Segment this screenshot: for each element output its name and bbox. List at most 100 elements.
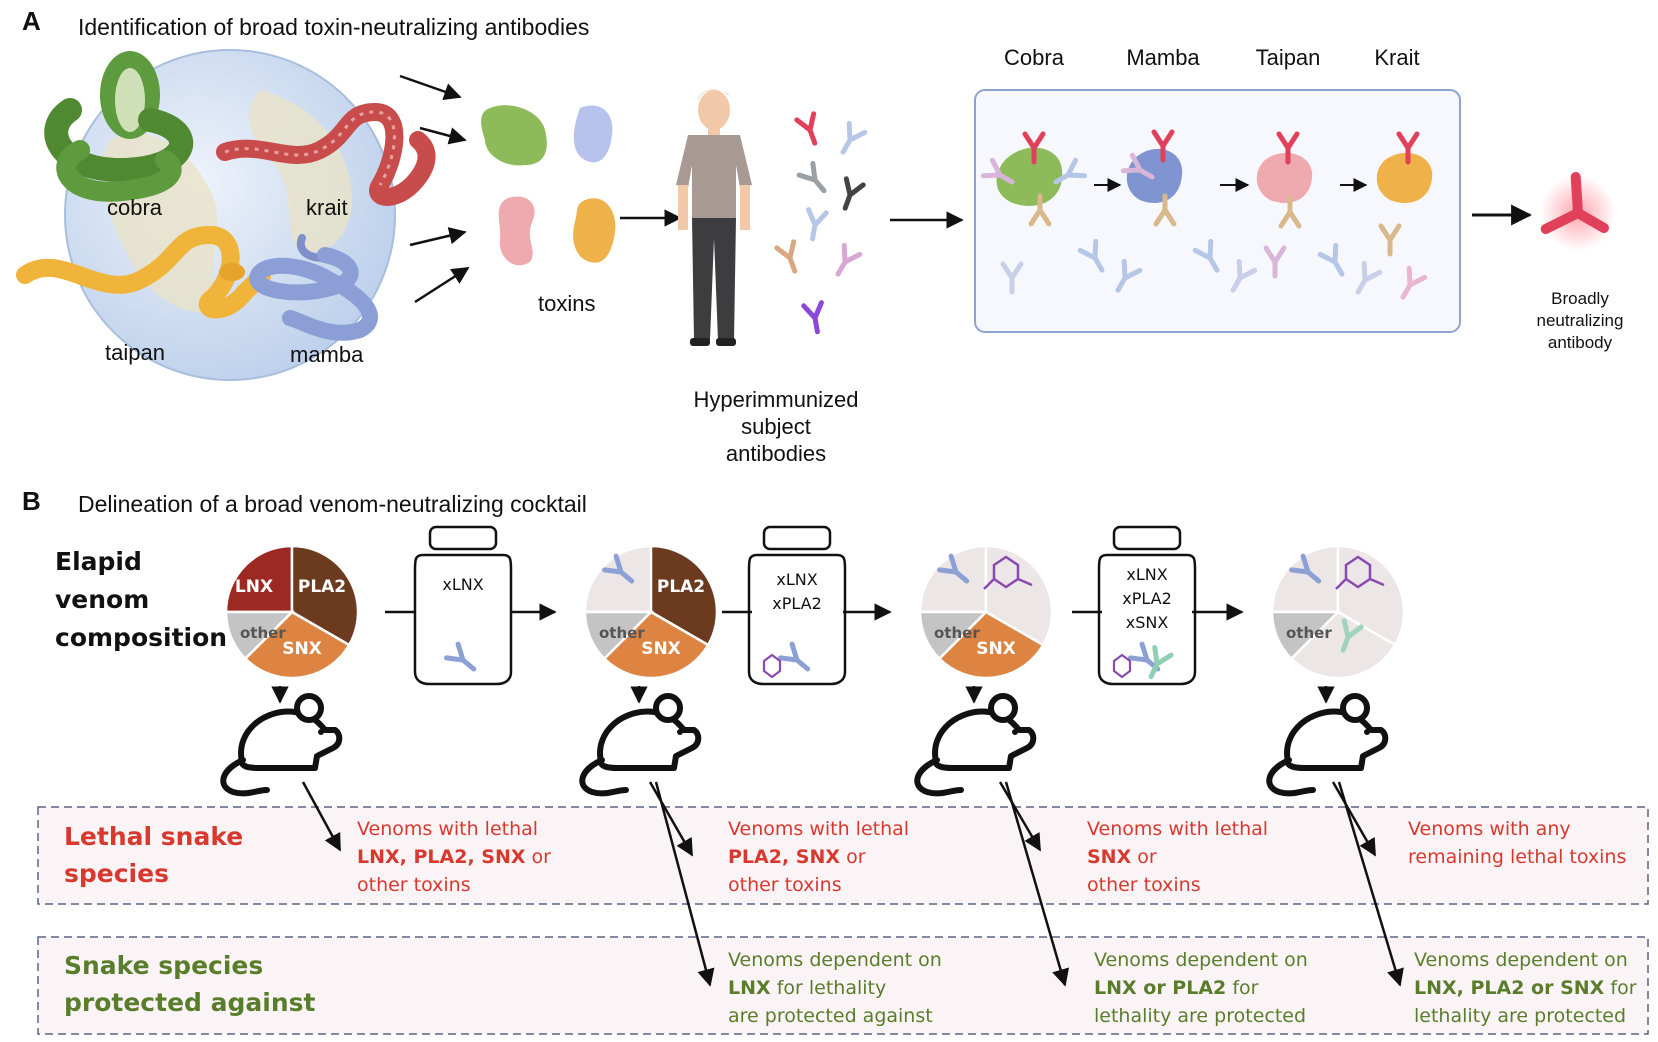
lethal-text-1-rest: or	[526, 846, 552, 868]
lethal-text-2-rest: or	[840, 846, 866, 868]
lethal-text-2-line1: Venoms with lethal	[728, 818, 909, 840]
mouse-1	[220, 686, 343, 797]
panel-a-letter: A	[22, 6, 41, 36]
mouse-ear	[294, 693, 324, 723]
vial-label: xPLA2	[772, 594, 822, 613]
box-toxin-green	[996, 147, 1063, 206]
pie-label-pla2: PLA2	[298, 577, 346, 597]
protected-text-2-rest: for	[1226, 977, 1258, 999]
mouse-eye	[677, 729, 683, 735]
pie-label-snx: SNX	[282, 639, 322, 659]
composition-label-line2: venom	[55, 585, 149, 614]
mouse-ear	[653, 693, 683, 723]
box-toxins	[983, 132, 1433, 302]
lethal-heading-line2: species	[64, 859, 169, 888]
arrows-snakes-to-toxins	[399, 74, 470, 304]
pie-label-other: other	[599, 624, 645, 642]
protected-text-2-line1: Venoms dependent on	[1094, 949, 1308, 971]
pie-slice-lnx	[224, 544, 294, 614]
protected-text-1-rest: for lethality	[771, 977, 887, 999]
toxin-pink	[498, 196, 535, 266]
pie-label-pla2: PLA2	[657, 577, 705, 597]
result-label-line2: neutralizing	[1537, 311, 1624, 330]
protected-heading-line1: Snake species	[64, 951, 263, 980]
protected-text-1-emphasis: LNX	[728, 977, 771, 999]
cobra-illustration	[44, 51, 194, 202]
vial-body	[413, 553, 513, 686]
lethal-text-2-emphasis: PLA2, SNX	[728, 846, 840, 868]
vial-1: xLNX	[413, 525, 513, 686]
lethal-text-3-rest: or	[1131, 846, 1157, 868]
mouse-body	[1284, 708, 1389, 771]
protected-text-3-line3: lethality are protected	[1414, 1005, 1626, 1027]
pie-slice-lnx	[583, 544, 653, 614]
lethal-heading-line1: Lethal snake	[64, 822, 243, 851]
pie-slice-other	[1270, 610, 1342, 661]
protected-text-1-line2: LNX for lethality	[728, 977, 886, 999]
vial-label: xLNX	[776, 570, 817, 589]
panel-a-title: Identification of broad toxin-neutralizi…	[78, 14, 589, 40]
pie-slice-other	[918, 610, 990, 661]
lethal-species-box	[37, 806, 1649, 905]
mouse-tail	[914, 757, 964, 797]
protected-text-1-line3: are protected against	[728, 1005, 933, 1027]
pie-slice-lnx	[1270, 544, 1340, 614]
box-toxin-orange	[1376, 152, 1433, 204]
pie-slice-snx	[243, 610, 351, 680]
pie-molecule-icon	[983, 555, 1033, 590]
subject-label-line2: subject	[741, 414, 811, 439]
vial-label: xLNX	[1126, 565, 1167, 584]
taipan-illustration	[16, 225, 271, 319]
lethal-text-3-emphasis: SNX	[1087, 846, 1132, 868]
mouse-body	[597, 708, 702, 771]
box-header-mamba: Mamba	[1126, 45, 1200, 70]
mouse-ear	[1340, 693, 1370, 723]
box-toxin-pink	[1256, 152, 1313, 204]
snake-label-cobra: cobra	[107, 195, 163, 220]
lethal-text-4-line2: remaining lethal toxins	[1408, 846, 1626, 868]
mouse-body	[238, 708, 343, 771]
globe-illustration	[64, 49, 396, 381]
vial-label: xSNX	[1126, 613, 1169, 632]
snake-label-taipan: taipan	[105, 340, 165, 365]
vial-label: xLNX	[442, 575, 483, 594]
box-header-krait: Krait	[1374, 45, 1419, 70]
composition-label-line1: Elapid	[55, 547, 142, 576]
vial-body	[747, 553, 847, 686]
lethal-text-3-line1: Venoms with lethal	[1087, 818, 1268, 840]
lethal-text-1-emphasis: LNX, PLA2, SNX	[357, 846, 526, 868]
protected-text-3-rest: for	[1604, 977, 1636, 999]
mouse-4	[1266, 686, 1389, 797]
box-toxin-blue	[1126, 148, 1183, 203]
mouse-body	[932, 708, 1037, 771]
mouse-tail	[220, 757, 270, 797]
composition-label-line3: composition	[55, 623, 227, 652]
venom-pie-4: other	[1270, 544, 1406, 680]
toxin-orange	[573, 198, 616, 263]
pie-slice-lnx	[918, 544, 988, 614]
protected-text-2-line2: LNX or PLA2 for	[1094, 977, 1259, 999]
pie-slice-other	[583, 610, 655, 661]
pie-slice-snx	[937, 610, 1045, 680]
lethal-text-1-line1: Venoms with lethal	[357, 818, 538, 840]
screening-box	[974, 89, 1461, 333]
mouse-2	[579, 686, 702, 797]
pie-label-snx: SNX	[976, 639, 1016, 659]
mouse-eye	[318, 729, 324, 735]
toxins-label: toxins	[538, 291, 595, 316]
protected-text-3-emphasis: LNX, PLA2 or SNX	[1414, 977, 1605, 999]
pie-label-snx: SNX	[641, 639, 681, 659]
pie-label-lnx: LNX	[235, 577, 273, 597]
antibody-cloud	[777, 114, 865, 334]
pie-slice-snx	[602, 610, 710, 680]
toxin-blue	[573, 105, 613, 163]
vial-molecule-icon	[1112, 653, 1132, 679]
panel-b-title: Delineation of a broad venom-neutralizin…	[78, 491, 587, 517]
panel-b-letter: B	[22, 486, 41, 516]
